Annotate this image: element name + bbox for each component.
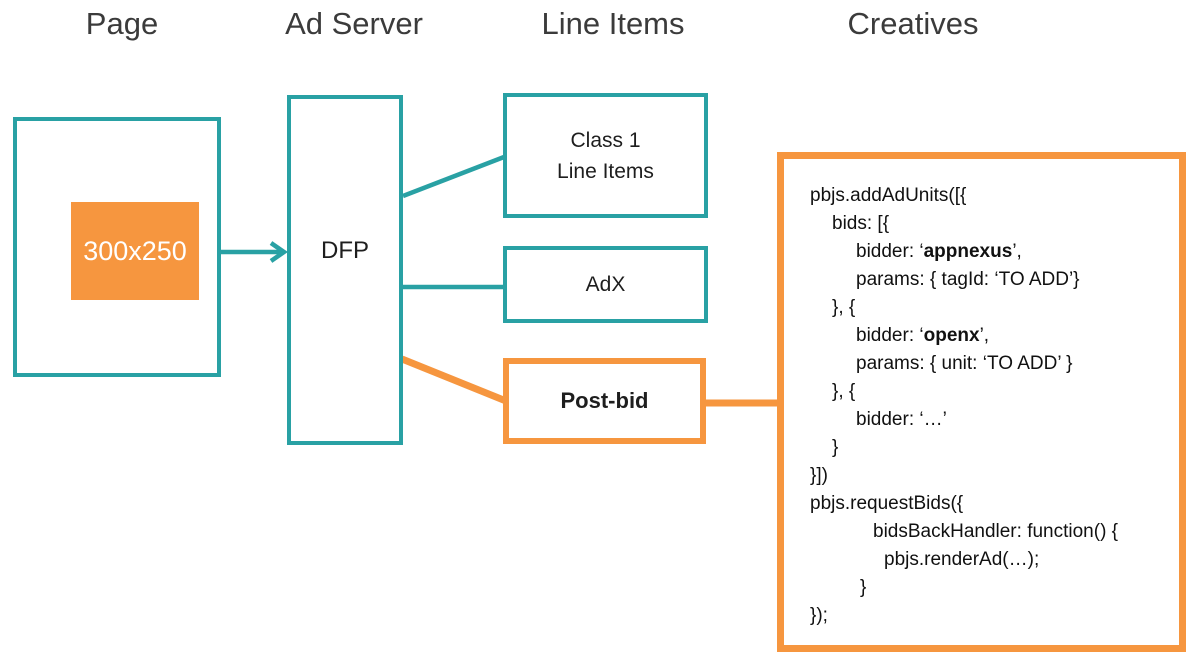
code-text-segment: }, { <box>832 381 856 402</box>
code-line: }]) <box>810 462 1173 490</box>
post-bid-label: Post-bid <box>560 388 649 413</box>
code-text-segment: } <box>832 437 839 458</box>
code-text-segment: bidder: ‘ <box>856 325 924 346</box>
code-line: bidder: ‘appnexus’, <box>810 238 1173 266</box>
adx-label: AdX <box>585 272 626 296</box>
code-line: }); <box>810 602 1173 630</box>
arrowhead-slot-to-dfp-icon <box>269 241 288 263</box>
code-line: bidder: ‘…’ <box>810 406 1173 434</box>
connector-dfp-to-postbid <box>400 355 508 405</box>
code-line: } <box>810 434 1173 462</box>
code-line: pbjs.requestBids({ <box>810 490 1173 518</box>
code-text-segment: }, { <box>832 297 856 318</box>
column-header-ad-server: Ad Server <box>285 6 423 41</box>
code-text-segment: bidsBackHandler: function() { <box>873 521 1119 542</box>
column-header-line-items: Line Items <box>541 6 685 41</box>
dfp-box: DFP <box>287 95 403 445</box>
code-line: pbjs.addAdUnits([{ <box>810 182 1173 210</box>
code-text-segment: ’, <box>1012 241 1022 262</box>
class1-line-items-box: Class 1 Line Items <box>503 93 708 218</box>
code-line: bids: [{ <box>810 210 1173 238</box>
column-header-page: Page <box>85 6 159 41</box>
code-line: params: { unit: ‘TO ADD’ } <box>810 350 1173 378</box>
creatives-code-box: pbjs.addAdUnits([{bids: [{bidder: ‘appne… <box>777 152 1186 652</box>
ad-slot-label: 300x250 <box>83 235 187 266</box>
code-text-segment: bids: [{ <box>832 213 890 234</box>
code-bidder-name: openx <box>923 325 980 346</box>
code-text-segment: pbjs.addAdUnits([{ <box>810 185 967 206</box>
code-text-segment: }); <box>810 605 828 626</box>
connector-dfp-to-class1 <box>402 154 505 199</box>
code-text-segment: params: { tagId: ‘TO ADD’} <box>856 269 1080 290</box>
code-text-segment: bidder: ‘…’ <box>856 409 947 430</box>
code-line: params: { tagId: ‘TO ADD’} <box>810 266 1173 294</box>
code-text-segment: }]) <box>810 465 828 486</box>
code-line: pbjs.renderAd(…); <box>810 546 1173 574</box>
class1-label-line1: Class 1 <box>570 128 641 152</box>
creatives-code: pbjs.addAdUnits([{bids: [{bidder: ‘appne… <box>810 182 1173 630</box>
adx-box: AdX <box>503 246 708 323</box>
ad-slot-300x250: 300x250 <box>71 202 199 300</box>
code-text-segment: pbjs.requestBids({ <box>810 493 964 514</box>
code-text-segment: params: { unit: ‘TO ADD’ } <box>856 353 1073 374</box>
code-text-segment: ’, <box>979 325 990 346</box>
code-line: } <box>810 574 1173 602</box>
code-line: }, { <box>810 378 1173 406</box>
code-line: bidsBackHandler: function() { <box>810 518 1173 546</box>
code-text-segment: } <box>860 577 867 598</box>
dfp-label: DFP <box>321 237 369 264</box>
code-bidder-name: appnexus <box>923 241 1013 262</box>
code-text-segment: bidder: ‘ <box>856 241 924 262</box>
code-line: }, { <box>810 294 1173 322</box>
column-header-creatives: Creatives <box>847 6 979 41</box>
code-text-segment: pbjs.renderAd(…); <box>884 549 1040 570</box>
class1-label-line2: Line Items <box>557 159 654 183</box>
code-line: bidder: ‘openx’, <box>810 322 1173 350</box>
post-bid-box: Post-bid <box>503 358 706 444</box>
